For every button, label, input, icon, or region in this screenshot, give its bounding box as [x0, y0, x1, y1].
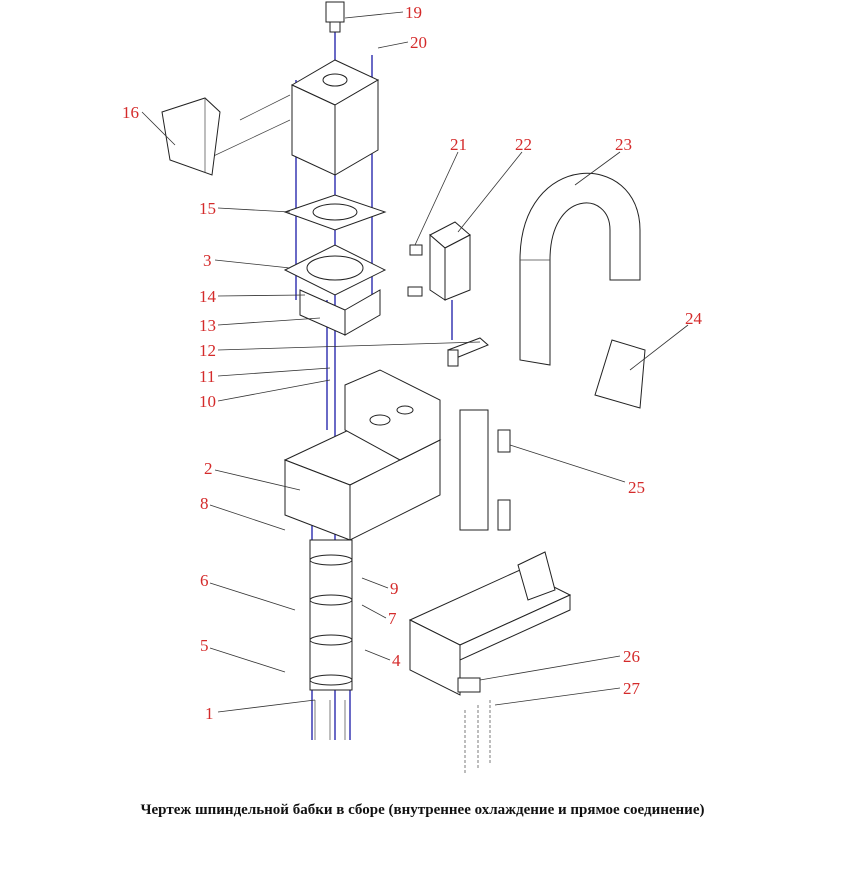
part-26-tray: [408, 551, 572, 696]
label-13: 13: [199, 316, 216, 335]
label-22: 22: [515, 135, 532, 154]
drawing-caption: Чертеж шпиндельной бабки в сборе (внутре…: [140, 802, 705, 818]
label-25: 25: [628, 478, 645, 497]
label-20: 20: [410, 33, 427, 52]
label-7: 7: [388, 609, 397, 628]
label-5: 5: [200, 636, 209, 655]
part-19-coupling: [325, 1, 345, 33]
part-27-screws: [464, 700, 491, 775]
label-9: 9: [390, 579, 399, 598]
part-13-14-bracket: [299, 289, 381, 336]
part-24-bracket: [594, 339, 646, 409]
label-23: 23: [615, 135, 632, 154]
label-24: 24: [685, 309, 703, 328]
part-22-pump-motor: [407, 221, 471, 301]
label-2: 2: [204, 459, 213, 478]
part-2-housing: [283, 369, 511, 541]
label-26: 26: [623, 647, 640, 666]
label-27: 27: [623, 679, 641, 698]
label-21: 21: [450, 135, 467, 154]
label-1: 1: [205, 704, 214, 723]
label-15: 15: [199, 199, 216, 218]
label-12: 12: [199, 341, 216, 360]
part-1-spindle: [309, 539, 353, 740]
leader-lines: [141, 11, 689, 713]
label-4: 4: [392, 651, 401, 670]
label-6: 6: [200, 571, 209, 590]
label-16: 16: [122, 103, 139, 122]
part-labels: 19 20 16 21 22 23 24 15 3 14 13 12 11 10…: [122, 3, 703, 723]
label-3: 3: [203, 251, 212, 270]
label-11: 11: [199, 367, 215, 386]
part-3-flange: [283, 244, 387, 296]
label-14: 14: [199, 287, 217, 306]
part-motor: [204, 59, 380, 176]
part-23-arch-guard: [519, 172, 641, 366]
label-19: 19: [405, 3, 422, 22]
part-16-cover: [161, 97, 221, 176]
label-10: 10: [199, 392, 216, 411]
label-8: 8: [200, 494, 209, 513]
part-15-plate: [283, 194, 387, 231]
